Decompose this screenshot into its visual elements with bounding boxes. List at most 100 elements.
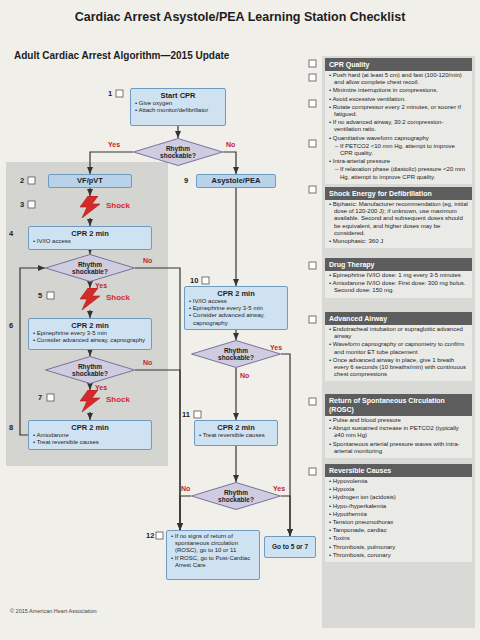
callout-number: 1 bbox=[108, 89, 112, 98]
bullet-text: • Avoid excessive ventilation. bbox=[325, 96, 472, 103]
callout-number: 6 bbox=[9, 321, 13, 330]
section-heading: Drug Therapy bbox=[325, 258, 472, 271]
goto-box: Go to 5 or 7 bbox=[264, 536, 316, 558]
diamond-shape bbox=[46, 357, 135, 384]
lightning-bolt bbox=[80, 196, 100, 218]
bullet-text: • Pulse and blood pressure bbox=[325, 417, 472, 424]
bullet-text: • Once advanced airway in place, give 1 … bbox=[325, 357, 472, 379]
bullet-text: • Give oxygen bbox=[134, 100, 222, 107]
bullet-text: • If no advanced airway, 30:2 compressio… bbox=[325, 119, 472, 133]
bullet-text: • Epinephrine every 3-5 min bbox=[188, 305, 284, 312]
box-label: Asystole/PEA bbox=[199, 176, 273, 186]
shock-outline bbox=[76, 390, 104, 412]
edge-label: No bbox=[143, 257, 152, 264]
flow-arrow bbox=[235, 446, 236, 482]
bullet-text: • Tension pneumothorax bbox=[325, 519, 472, 526]
bullet-text: • Abrupt sustained increase in PETCO2 (t… bbox=[325, 425, 472, 439]
bullet-text: • Push hard (at least 5 cm) and fast (10… bbox=[325, 72, 472, 86]
edge-label: No bbox=[226, 141, 235, 148]
flow-arrow bbox=[89, 384, 90, 390]
process-box: CPR 2 min• Amiodarone• Treat reversible … bbox=[28, 420, 152, 450]
rhythm-box: VF/pVT bbox=[48, 174, 132, 188]
decision-text: Rhythm shockable? bbox=[66, 363, 114, 377]
checkbox bbox=[156, 532, 163, 539]
bullet-text: • If no signs of return of spontaneous c… bbox=[170, 533, 256, 555]
section-heading: CPR 2 min bbox=[188, 289, 284, 298]
flow-arrow bbox=[281, 354, 290, 536]
bullet-text: • Attach monitor/defibrillator bbox=[134, 107, 222, 114]
section-heading: Reversible Causes bbox=[325, 464, 472, 477]
lightning-bolt bbox=[80, 390, 100, 412]
box-label: Go to 5 or 7 bbox=[272, 543, 308, 551]
flow-arrow bbox=[235, 330, 236, 340]
bullet-text: – If relaxation phase (diastolic) pressu… bbox=[325, 166, 472, 180]
bullet-text: • Thrombosis, coronary bbox=[325, 552, 472, 559]
checkbox bbox=[309, 60, 316, 67]
edge-label: Yes bbox=[108, 141, 120, 148]
process-box: CPR 2 min• Treat reversible causes bbox=[194, 420, 278, 446]
checkbox bbox=[47, 394, 54, 401]
section-heading: CPR 2 min bbox=[32, 229, 148, 238]
checkbox bbox=[309, 140, 316, 147]
callout-number: 10 bbox=[190, 276, 198, 285]
decision-diamond: Rhythm shockable? bbox=[191, 340, 281, 368]
flow-arrow bbox=[135, 370, 180, 530]
checkbox bbox=[47, 292, 54, 299]
bullet-text: • Intra-arterial pressure bbox=[325, 158, 472, 165]
bullet-text: • Treat reversible causes bbox=[198, 432, 274, 439]
flow-arrow bbox=[20, 268, 45, 435]
decision-diamond: Rhythm shockable? bbox=[45, 254, 135, 282]
flow-arrow bbox=[89, 282, 90, 288]
flow-arrow bbox=[89, 218, 90, 226]
diamond-shape bbox=[46, 255, 135, 282]
section-heading: Shock Energy for Defibrillation bbox=[325, 187, 472, 200]
section-heading: CPR 2 min bbox=[198, 423, 274, 432]
shock-label: Shock bbox=[106, 395, 130, 404]
lightning-bolt bbox=[80, 288, 100, 310]
callout-number: 4 bbox=[9, 229, 13, 238]
info-section: Return of Spontaneous Circulation (ROSC)… bbox=[325, 394, 472, 458]
shock-label: Shock bbox=[106, 201, 130, 210]
edge-label: Yes bbox=[95, 282, 107, 289]
decision-diamond: Rhythm shockable? bbox=[133, 138, 223, 166]
bullet-text: • Hydrogen ion (acidosis) bbox=[325, 494, 472, 501]
checkbox bbox=[194, 411, 201, 418]
checkbox bbox=[116, 90, 123, 97]
bullet-text: • Biphasic: Manufacturer recommendation … bbox=[325, 201, 472, 237]
info-section: Reversible Causes• Hypovolemia• Hypoxia•… bbox=[325, 464, 472, 562]
bullet-text: • IV/IO access bbox=[188, 298, 284, 305]
bullet-text: • Spontaneous arterial pressure waves wi… bbox=[325, 441, 472, 455]
callout-number: 3 bbox=[20, 200, 24, 209]
process-box: Start CPR• Give oxygen• Attach monitor/d… bbox=[130, 88, 226, 126]
edge-label: Yes bbox=[95, 384, 107, 391]
diamond-shape bbox=[134, 139, 223, 166]
callout-number: 9 bbox=[184, 176, 188, 185]
checkbox bbox=[309, 398, 316, 405]
decision-text: Rhythm shockable? bbox=[212, 489, 260, 503]
edge-label: No bbox=[181, 485, 190, 492]
callout-number: 7 bbox=[38, 393, 42, 402]
subtitle: Adult Cardiac Arrest Algorithm—2015 Upda… bbox=[14, 50, 229, 61]
checkbox bbox=[28, 201, 35, 208]
bullet-text: • Treat reversible causes bbox=[32, 439, 148, 446]
bullet-text: • Toxins bbox=[325, 535, 472, 542]
bullet-text: • Quantitative waveform capnography bbox=[325, 135, 472, 142]
section-heading: Advanced Airway bbox=[325, 312, 472, 325]
checkbox bbox=[28, 177, 35, 184]
flow-arrow bbox=[135, 268, 180, 530]
info-section: Drug Therapy• Epinephrine IV/IO dose: 1 … bbox=[325, 258, 472, 298]
shock-label: Shock bbox=[106, 293, 130, 302]
bullet-text: • If ROSC, go to Post-Cardiac Arrest Car… bbox=[170, 555, 256, 569]
checkbox bbox=[309, 186, 316, 193]
bullet-text: • Amiodarone IV/IO dose: First dose: 300… bbox=[325, 280, 472, 294]
section-heading: CPR 2 min bbox=[32, 423, 148, 432]
flow-arrow bbox=[89, 412, 90, 420]
bullet-text: • Amiodarone bbox=[32, 432, 148, 439]
sidebar-panel bbox=[322, 56, 475, 628]
bullet-text: • Hypothermia bbox=[325, 511, 472, 518]
callout-number: 2 bbox=[20, 176, 24, 185]
bullet-text: • IV/IO access bbox=[32, 238, 148, 245]
bullet-text: • Hypo-/hyperkalemia bbox=[325, 503, 472, 510]
info-section: Advanced Airway• Endotracheal intubation… bbox=[325, 312, 472, 381]
bullet-text: • Waveform capnography or capnometry to … bbox=[325, 341, 472, 355]
